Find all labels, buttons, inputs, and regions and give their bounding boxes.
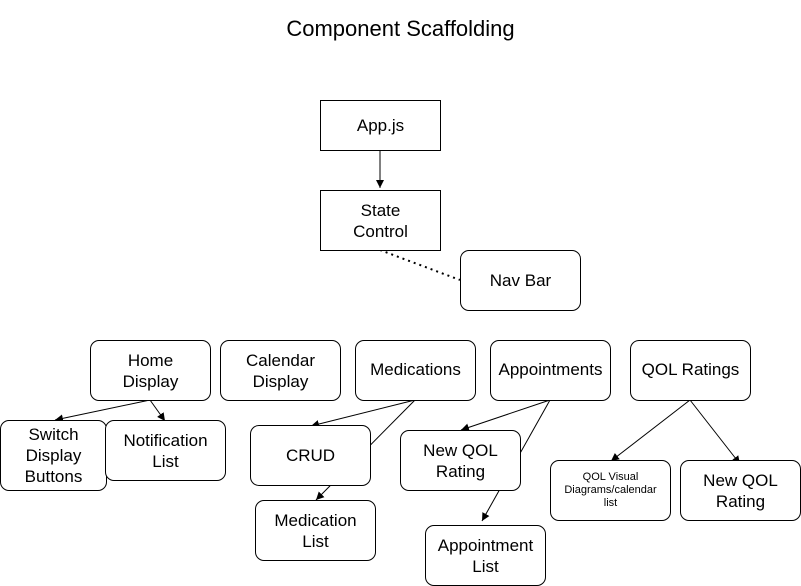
- node-nav-bar: Nav Bar: [460, 250, 581, 311]
- node-medication-list: Medication List: [255, 500, 376, 561]
- edge-qol-to-newqol: [689, 399, 741, 465]
- node-new-qol-rating-qol: New QOL Rating: [680, 460, 801, 521]
- node-notification-list: Notification List: [105, 420, 226, 481]
- node-app-js: App.js: [320, 100, 441, 151]
- node-home-display: Home Display: [90, 340, 211, 401]
- edge-state-to-navbar: [379, 249, 461, 281]
- node-state-control: State Control: [320, 190, 441, 251]
- edge-qol-to-visual: [610, 399, 691, 462]
- edge-home-to-switch: [54, 399, 151, 423]
- node-appointment-list: Appointment List: [425, 525, 546, 586]
- edge-medications-to-crud: [310, 399, 416, 428]
- node-qol-ratings: QOL Ratings: [630, 340, 751, 401]
- node-new-qol-rating-appointments: New QOL Rating: [400, 430, 521, 491]
- edge-appointments-to-newqol: [460, 399, 551, 432]
- node-crud: CRUD: [250, 425, 371, 486]
- diagram-title: Component Scaffolding: [286, 16, 515, 41]
- node-appointments: Appointments: [490, 340, 611, 401]
- node-calendar-display: Calendar Display: [220, 340, 341, 401]
- node-qol-visual-diagrams: QOL Visual Diagrams/calendar list: [550, 460, 671, 521]
- node-switch-display-buttons: Switch Display Buttons: [0, 420, 107, 491]
- node-medications: Medications: [355, 340, 476, 401]
- edge-home-to-notification: [149, 399, 166, 422]
